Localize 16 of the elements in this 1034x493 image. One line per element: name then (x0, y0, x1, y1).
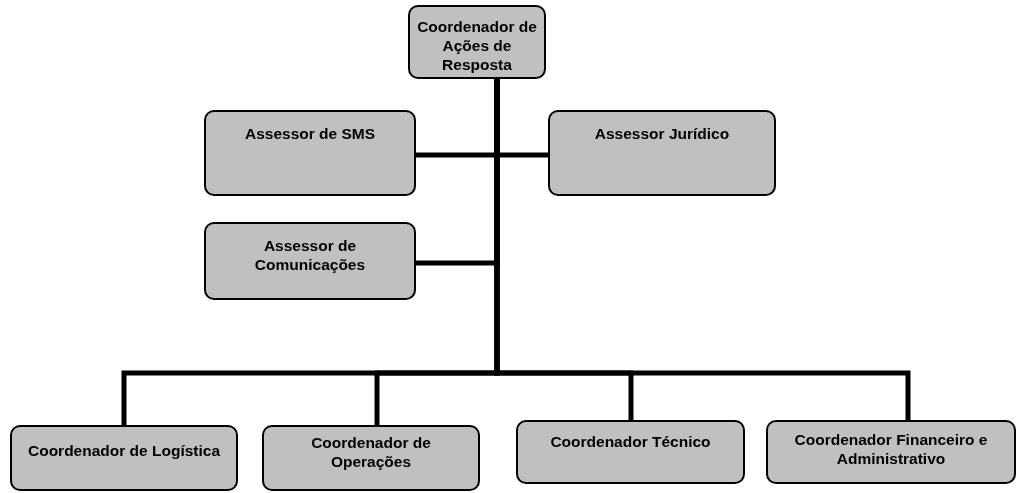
box-label: Coordenador de Operações (310, 433, 432, 471)
org-box (204, 222, 416, 300)
org-box (766, 420, 1016, 484)
box-label: Assessor Jurídico (594, 124, 730, 143)
box-label: Assessor de Comunicações (253, 236, 367, 274)
org-box (10, 425, 238, 491)
org-box (548, 110, 776, 196)
box-label: Coordenador de Ações de Resposta (416, 17, 538, 74)
org-box (204, 110, 416, 196)
org-box (516, 420, 745, 484)
box-label: Coordenador de Logística (27, 441, 221, 460)
box-label: Assessor de SMS (244, 124, 376, 143)
org-box (408, 5, 546, 79)
org-box (262, 425, 480, 491)
box-label: Coordenador Técnico (550, 432, 711, 451)
box-label: Coordenador Financeiro e Administrativo (793, 430, 989, 468)
